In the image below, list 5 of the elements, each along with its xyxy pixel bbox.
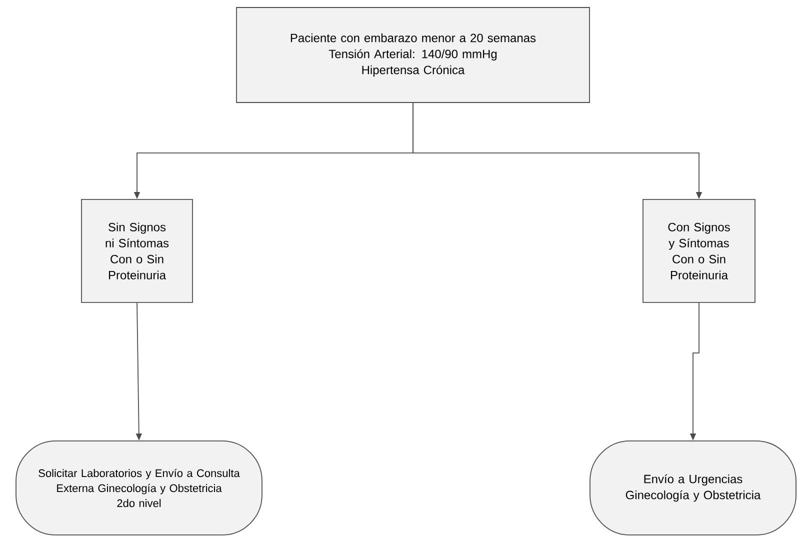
process-box: Sin Signos ni Síntomas Con o Sin Proteinuria [81,199,193,303]
terminal-box: Envío a Urgencias Ginecología y Obstetricia [590,440,796,536]
terminal-box: Solicitar Laboratorios y Envío a Consulta Externa Ginecología y Obstetricia 2do nivel [16,440,262,536]
process-box: Con Signos y Síntomas Con o Sin Proteinuria [642,199,756,303]
process-box: Paciente con embarazo menor a 20 semanas Tensión Arterial: 140/90 mmHg Hipertensa Crónica [236,7,590,103]
